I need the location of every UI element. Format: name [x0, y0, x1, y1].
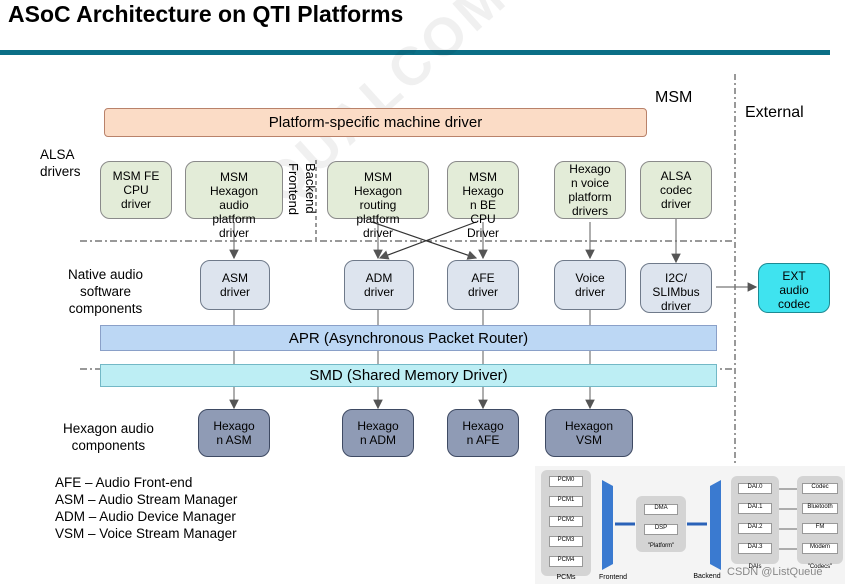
mini-pcms-label: PCMs — [556, 574, 576, 581]
mini-backend-label: Backend — [693, 573, 721, 580]
mini-codecs-label: "Codecs" — [807, 564, 833, 570]
title-underline-bar — [0, 50, 830, 55]
mini-platform-label: "Platform" — [647, 543, 675, 549]
msm-hexagon-routing-platform-driver-box: MSM Hexagon routing platform driver — [327, 161, 429, 240]
legend-vsm: VSM – Voice Stream Manager — [55, 526, 237, 541]
hexagon-audio-label: Hexagon audio components — [63, 421, 154, 453]
mini-dai3: DAI.3 — [738, 543, 772, 554]
hexagon-voice-platform-drivers-box: Hexago n voice platform drivers — [554, 161, 626, 219]
native-audio-label: Native audio software components — [68, 267, 144, 316]
mini-dai2: DAI.2 — [738, 523, 772, 534]
mini-pcm1: PCM1 — [549, 496, 583, 507]
mini-pcm3: PCM3 — [549, 536, 583, 547]
msm-fe-cpu-driver-box: MSM FE CPU driver — [100, 161, 172, 219]
smd-bar: SMD (Shared Memory Driver) — [100, 364, 717, 387]
mini-dsp: DSP — [644, 524, 678, 535]
mini-asoc-diagram: PCM0 PCM1 PCM2 PCM3 PCM4 PCMs Frontend D… — [535, 466, 845, 584]
mini-pcm0: PCM0 — [549, 476, 583, 487]
i2c-slimbus-driver-box: I2C/ SLIMbus driver — [640, 263, 712, 313]
alsa-drivers-label: ALSA drivers — [40, 147, 81, 179]
apr-bar: APR (Asynchronous Packet Router) — [100, 325, 717, 351]
mini-dai1: DAI.1 — [738, 503, 772, 514]
msm-hexagon-audio-platform-driver-box: MSM Hexagon audio platform driver — [185, 161, 283, 240]
mini-fm: FM — [802, 523, 838, 534]
msm-label: MSM — [655, 89, 693, 106]
voice-driver-box: Voice driver — [554, 260, 626, 310]
mini-pcm2: PCM2 — [549, 516, 583, 527]
legend-adm: ADM – Audio Device Manager — [55, 509, 236, 524]
frontend-label: Frontend — [286, 163, 301, 216]
hexagon-afe-box: Hexago n AFE — [447, 409, 519, 457]
msm-hexagon-be-cpu-driver-box: MSM Hexago n BE CPU Driver — [447, 161, 519, 240]
asm-driver-box: ASM driver — [200, 260, 270, 310]
ext-audio-codec-box: EXT audio codec — [758, 263, 830, 313]
mini-frontend-label: Frontend — [598, 574, 628, 581]
hexagon-asm-box: Hexago n ASM — [198, 409, 270, 457]
mini-dais-label: DAIs — [748, 564, 762, 570]
mini-pcm4: PCM4 — [549, 556, 583, 567]
hexagon-vsm-box: Hexagon VSM — [545, 409, 633, 457]
afe-driver-box: AFE driver — [447, 260, 519, 310]
backend-label: Backend — [303, 163, 318, 214]
mini-bluetooth: Bluetooth — [802, 503, 838, 514]
mini-codec: Codec — [802, 483, 838, 494]
legend-asm: ASM – Audio Stream Manager — [55, 492, 238, 507]
mini-modem: Modem — [802, 543, 838, 554]
mini-arrows — [602, 480, 797, 570]
mini-dai0: DAI.0 — [738, 483, 772, 494]
machine-driver-box: Platform-specific machine driver — [104, 108, 647, 137]
legend-afe: AFE – Audio Front-end — [55, 475, 193, 490]
alsa-codec-driver-box: ALSA codec driver — [640, 161, 712, 219]
page-title: ASoC Architecture on QTI Platforms — [8, 1, 404, 27]
csdn-watermark: CSDN @ListQueue — [727, 566, 823, 578]
external-label: External — [745, 104, 804, 121]
mini-dma: DMA — [644, 504, 678, 515]
adm-driver-box: ADM driver — [344, 260, 414, 310]
hexagon-adm-box: Hexago n ADM — [342, 409, 414, 457]
